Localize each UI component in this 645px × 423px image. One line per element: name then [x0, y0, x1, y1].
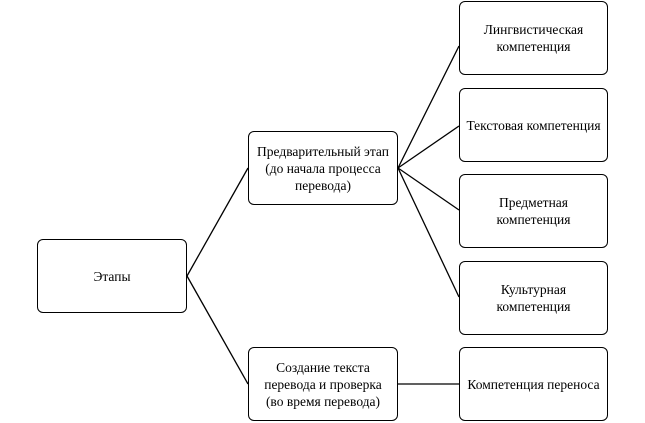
competence-node-cultural: Культурная компетенция — [459, 261, 608, 335]
competence-node-text-label: Текстовая компетенция — [466, 117, 601, 133]
root-node-stages: Этапы — [37, 239, 187, 313]
competence-node-linguistic: Лингвистическая компетенция — [459, 1, 608, 75]
connector-stage-1-to-text — [397, 125, 460, 169]
competence-node-text: Текстовая компетенция — [459, 88, 608, 162]
connector-stage-1-to-linguistic — [397, 45, 460, 169]
connector-root-to-stage-1 — [186, 167, 249, 277]
competence-node-cultural-label: Культурная компетенция — [496, 282, 571, 314]
competence-node-subject-label: Предметная компетенция — [496, 195, 571, 227]
connector-root-to-stage-2 — [186, 275, 249, 385]
competence-node-linguistic-label: Лингвистическая компетенция — [483, 22, 584, 54]
connector-stage-1-to-cultural — [397, 167, 460, 298]
connector-stage-1-to-subject — [397, 167, 460, 211]
stage-node-creation-and-check-label: Создание текста перевода и проверка (во … — [264, 359, 382, 409]
stage-node-preliminary: Предварительный этап (до начала процесса… — [248, 131, 398, 205]
competence-node-transfer: Компетенция переноса — [459, 347, 608, 421]
competence-node-transfer-label: Компетенция переноса — [467, 376, 600, 392]
stage-node-preliminary-label: Предварительный этап (до начала процесса… — [257, 143, 389, 193]
root-node-label: Этапы — [93, 268, 131, 284]
competence-node-subject: Предметная компетенция — [459, 174, 608, 248]
stage-node-creation-and-check: Создание текста перевода и проверка (во … — [248, 347, 398, 421]
